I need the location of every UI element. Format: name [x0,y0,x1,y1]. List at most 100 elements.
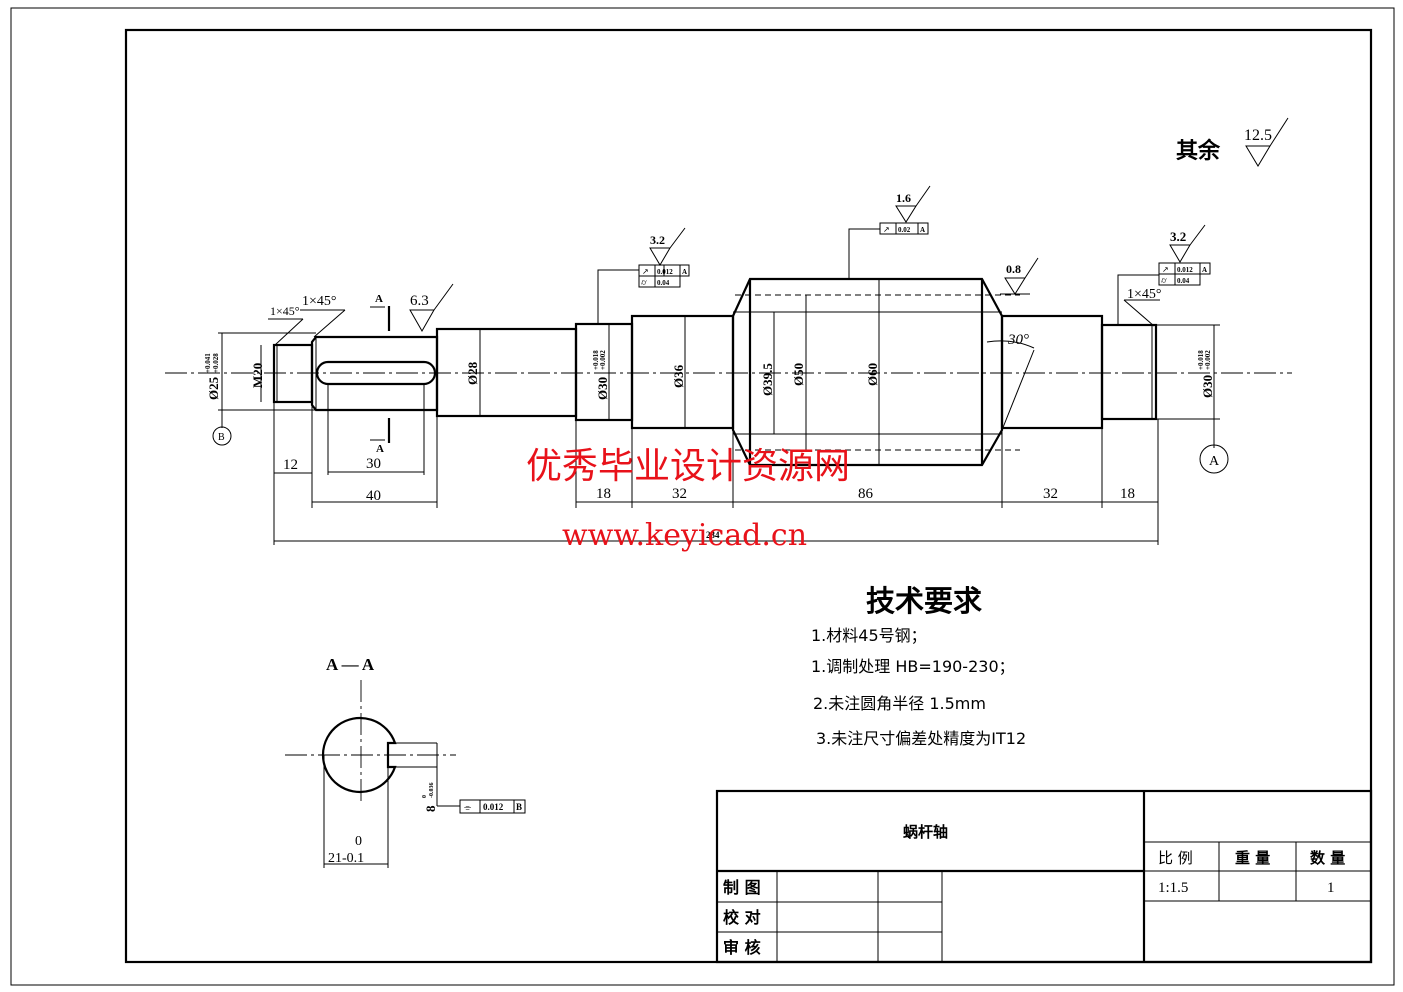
svg-text:Ø28: Ø28 [465,361,480,385]
angle-label: 30° [1007,332,1029,348]
svg-text:32: 32 [1043,486,1058,502]
quantity-value: 1 [1327,880,1335,896]
svg-text:M20: M20 [250,363,265,388]
svg-text:1.6: 1.6 [896,191,911,205]
tech-requirement-item: 1.调制处理 HB=190-230； [811,657,1015,676]
svg-text:1×45°: 1×45° [1127,287,1162,302]
inner-border [124,28,1373,964]
tolerance-frame-middle: ↗ 0.02 A [848,222,929,279]
tolerance-frame-right: ↗ 0.012 A ⌭ 0.04 [1117,262,1211,325]
chamfer-callouts: 1×45° 1×45° 1×45° [268,287,1162,346]
default-roughness: 其余 12.5 [1176,117,1289,167]
svg-text:12: 12 [283,457,298,473]
tech-requirements-title: 技术要求 [866,584,982,618]
svg-text:32: 32 [672,486,687,502]
datum-b-marker [212,426,232,446]
svg-text:+0.041: +0.041 [204,353,212,373]
svg-text:⌭: ⌭ [1161,276,1167,285]
svg-text:⌭: ⌭ [641,278,647,287]
svg-text:+0.018: +0.018 [1197,350,1205,370]
svg-text:A: A [682,268,687,276]
svg-text:0.012: 0.012 [1177,266,1193,274]
svg-text:30: 30 [366,456,381,472]
part-name: 蜗杆轴 [903,823,948,841]
svg-text:0.02: 0.02 [898,226,911,234]
role-drawn: 制 图 [723,878,761,897]
svg-text:0.012: 0.012 [657,268,673,276]
svg-text:B: B [516,802,522,812]
role-checked: 校 对 [723,908,761,927]
roughness-symbol-icon [1004,257,1039,295]
weight-header: 重 量 [1235,849,1270,867]
svg-text:86: 86 [858,486,874,502]
role-approved: 审 核 [723,938,761,957]
svg-text:+0.002: +0.002 [599,350,607,370]
svg-text:Ø30: Ø30 [595,377,610,400]
svg-text:0.012: 0.012 [483,802,504,812]
svg-text:0.04: 0.04 [1177,277,1190,285]
svg-text:1×45°: 1×45° [302,294,337,309]
section-cut-marks: A A [370,293,391,455]
default-roughness-value: 12.5 [1244,127,1272,144]
svg-text:18: 18 [596,486,611,502]
svg-text:A: A [375,293,383,305]
svg-text:+0.028: +0.028 [212,353,220,373]
diameter-dimensions: Ø25 +0.041 +0.028 B M20 Ø28 Ø30 +0.018 +… [204,279,1229,474]
length-dimensions: 12 30 40 18 32 86 32 18 234 [273,384,1159,545]
svg-text:+0.002: +0.002 [1204,350,1212,370]
svg-text:0.04: 0.04 [657,279,670,287]
svg-text:3.2: 3.2 [1170,229,1186,244]
watermark-url: www.keyicad.cn [562,518,807,553]
svg-text:↗: ↗ [1162,265,1169,274]
svg-text:1×45°: 1×45° [270,304,300,318]
svg-text:0.8: 0.8 [1006,262,1021,276]
datum-a-marker [1199,444,1229,474]
svg-text:40: 40 [366,488,381,504]
svg-text:⌯: ⌯ [464,803,472,813]
tech-requirement-item: 3.未注尺寸偏差处精度为IT12 [816,729,1026,748]
svg-text:Ø60: Ø60 [865,363,880,386]
svg-text:A: A [1202,266,1207,274]
roughness-symbol-icon [895,185,931,223]
section-view-a-a: A — A 8 0 -0.036 ⌯ 0.012 B 0 21-0.1 [285,655,526,868]
roughness-symbol-icon [1169,224,1206,263]
svg-text:0: 0 [355,834,362,849]
tolerance-frame-left: ↗ 0.012 A ⌭ 0.04 [597,264,690,324]
technical-requirements: 技术要求 1.材料45号钢； 1.调制处理 HB=190-230； 2.未注圆角… [811,584,1026,748]
svg-text:Ø25: Ø25 [206,376,221,400]
svg-text:A: A [1209,454,1220,469]
roughness-callouts: 6.3 3.2 1.6 0.8 3.2 [409,185,1206,333]
section-title: A — A [326,655,375,674]
svg-text:-0.036: -0.036 [429,783,435,799]
svg-text:6.3: 6.3 [410,293,429,309]
svg-text:+0.018: +0.018 [592,350,600,370]
svg-text:Ø36: Ø36 [671,364,686,388]
thread-section [272,343,314,404]
roughness-symbol-icon [409,283,454,333]
d30-right-section [1100,323,1158,421]
scale-value: 1:1.5 [1158,880,1188,896]
svg-text:Ø39.5: Ø39.5 [760,363,775,396]
svg-text:B: B [218,432,225,443]
svg-text:234: 234 [706,530,720,540]
svg-text:↗: ↗ [642,267,649,276]
svg-text:Ø30: Ø30 [1200,375,1215,398]
tech-requirement-item: 2.未注圆角半径 1.5mm [813,694,986,713]
quantity-header: 数 量 [1310,849,1345,867]
svg-text:A: A [376,443,384,455]
watermark-title: 优秀毕业设计资源网 [526,446,850,487]
svg-text:21-0.1: 21-0.1 [328,851,364,866]
svg-text:↗: ↗ [883,225,890,234]
svg-text:0: 0 [422,795,428,798]
roughness-symbol-icon [649,227,686,266]
svg-text:3.2: 3.2 [650,233,665,247]
svg-text:Ø50: Ø50 [791,363,806,386]
svg-text:A: A [920,226,925,234]
title-block: 蜗杆轴 比 例 重 量 数 量 1:1.5 1 制 图 校 对 审 核 [715,789,1373,964]
roughness-symbol-icon [1245,117,1289,167]
shaft-profile [272,277,1158,467]
scale-header: 比 例 [1158,849,1193,867]
outer-border [10,7,1395,986]
tech-requirement-item: 1.材料45号钢； [811,626,927,645]
